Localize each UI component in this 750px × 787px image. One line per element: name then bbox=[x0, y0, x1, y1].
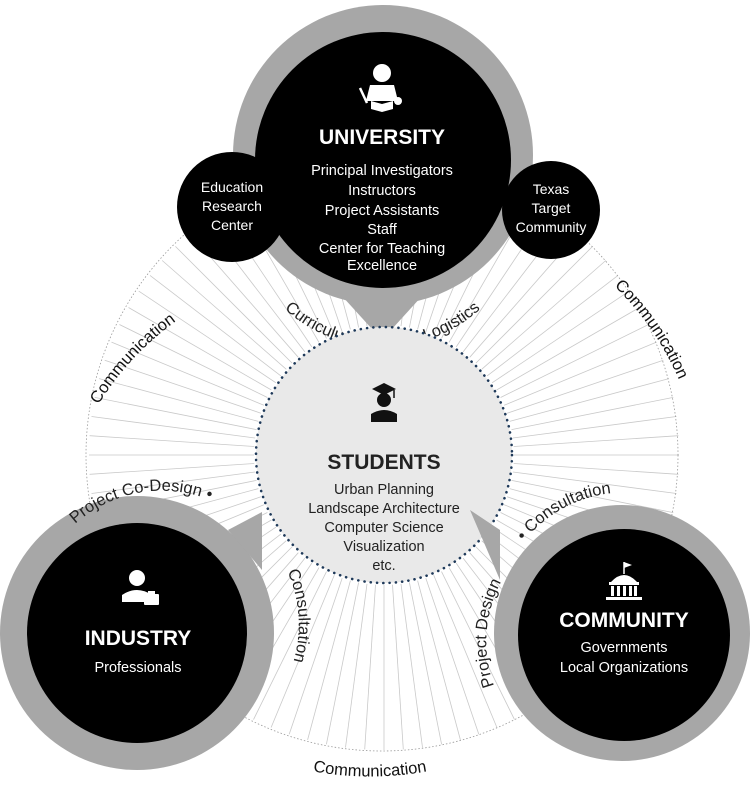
radiating-line bbox=[425, 577, 480, 735]
radiating-line bbox=[307, 580, 351, 741]
community-title: COMMUNITY bbox=[559, 609, 689, 632]
radiating-line bbox=[138, 290, 277, 384]
community-circle bbox=[518, 529, 730, 741]
radiating-line bbox=[89, 463, 255, 475]
university-line: Principal Investigators bbox=[311, 163, 453, 179]
radiating-line bbox=[91, 416, 256, 439]
radiating-line bbox=[503, 341, 657, 406]
radiating-line bbox=[270, 574, 335, 728]
students-line: Visualization bbox=[343, 539, 424, 555]
texas-line: Texas bbox=[533, 181, 570, 197]
radiating-line bbox=[400, 583, 423, 748]
community-pointer bbox=[470, 510, 500, 580]
students-lines: Urban Planning Landscape Architecture Co… bbox=[308, 482, 460, 574]
university-line: Staff bbox=[367, 222, 398, 238]
students-line: Urban Planning bbox=[334, 482, 434, 498]
education-line: Research bbox=[202, 198, 262, 214]
university-title: UNIVERSITY bbox=[319, 126, 445, 149]
radiating-line bbox=[104, 359, 262, 414]
radiating-line bbox=[511, 480, 674, 513]
students-group: STUDENTS Urban Planning Landscape Archit… bbox=[254, 325, 514, 585]
radiating-line bbox=[98, 378, 259, 422]
industry-group: INDUSTRY Professionals Project Co-Design… bbox=[0, 477, 313, 770]
radiating-line bbox=[161, 260, 287, 370]
radiating-line bbox=[175, 246, 293, 364]
students-line: Computer Science bbox=[324, 520, 443, 536]
graduate-icon bbox=[371, 383, 397, 422]
community-line: Local Organizations bbox=[560, 660, 688, 676]
radiating-line bbox=[511, 397, 674, 430]
radiating-line bbox=[94, 397, 257, 430]
students-dotted-border bbox=[254, 325, 514, 585]
government-building-icon bbox=[606, 562, 642, 600]
students-line: etc. bbox=[372, 558, 395, 574]
radiating-line bbox=[89, 435, 255, 447]
community-line: Governments bbox=[580, 640, 667, 656]
radiating-line bbox=[513, 463, 679, 475]
businessperson-icon bbox=[122, 570, 159, 605]
radiating-line bbox=[441, 571, 515, 720]
university-circle bbox=[255, 32, 511, 288]
radiating-line bbox=[512, 471, 677, 494]
university-group: UNIVERSITY Principal Investigators Instr… bbox=[177, 5, 600, 351]
community-group: COMMUNITY Governments Local Organization… bbox=[470, 479, 750, 761]
industry-title: INDUSTRY bbox=[85, 627, 192, 650]
radiating-line bbox=[491, 290, 630, 384]
students-circle bbox=[256, 327, 512, 583]
radiating-line bbox=[475, 246, 593, 364]
industry-line: Professionals bbox=[94, 660, 181, 676]
radiating-line bbox=[506, 359, 664, 414]
texas-target-community-label: Texas Target Community bbox=[516, 181, 587, 235]
communication-right-label: Communication bbox=[611, 276, 691, 381]
texas-line: Community bbox=[516, 219, 587, 235]
radiating-line bbox=[512, 416, 677, 439]
radiating-line bbox=[253, 571, 327, 720]
radiating-line bbox=[417, 580, 461, 741]
radiating-line bbox=[149, 275, 282, 377]
radiating-line bbox=[509, 378, 670, 422]
university-lines: Principal Investigators Instructors Proj… bbox=[311, 163, 453, 274]
university-line: Center for Teaching bbox=[319, 241, 445, 257]
education-research-center-circle bbox=[177, 152, 287, 262]
radiating-line bbox=[119, 324, 268, 398]
university-line: Instructors bbox=[348, 183, 416, 199]
communication-left-label: Communication bbox=[87, 310, 179, 407]
radiating-line bbox=[409, 582, 442, 745]
texas-line: Target bbox=[532, 200, 571, 216]
radiating-line bbox=[481, 260, 607, 370]
radiating-line bbox=[364, 584, 376, 750]
communication-bottom-label: Communication bbox=[312, 758, 427, 781]
education-line: Education bbox=[201, 179, 263, 195]
industry-circle bbox=[27, 523, 247, 743]
university-line: Excellence bbox=[347, 258, 417, 274]
radiating-line bbox=[513, 435, 679, 447]
university-pointer bbox=[342, 296, 422, 340]
education-line: Center bbox=[211, 217, 253, 233]
education-research-center-label: Education Research Center bbox=[201, 179, 263, 233]
radiating-line bbox=[500, 324, 649, 398]
radiating-line bbox=[111, 341, 265, 406]
radiating-line bbox=[288, 577, 343, 735]
university-line: Project Assistants bbox=[325, 203, 439, 219]
students-title: STUDENTS bbox=[327, 451, 440, 474]
radiating-line bbox=[486, 275, 619, 377]
texas-target-community-circle bbox=[502, 161, 600, 259]
industry-pointer bbox=[228, 512, 262, 570]
students-line: Landscape Architecture bbox=[308, 501, 460, 517]
radiating-line bbox=[91, 471, 256, 494]
teacher-icon bbox=[358, 64, 402, 112]
radiating-line bbox=[392, 584, 404, 750]
radiating-line bbox=[433, 574, 498, 728]
radiating-line bbox=[128, 307, 272, 391]
radiating-line bbox=[345, 583, 368, 748]
radiating-line bbox=[496, 307, 640, 391]
radiating-line bbox=[326, 582, 359, 745]
